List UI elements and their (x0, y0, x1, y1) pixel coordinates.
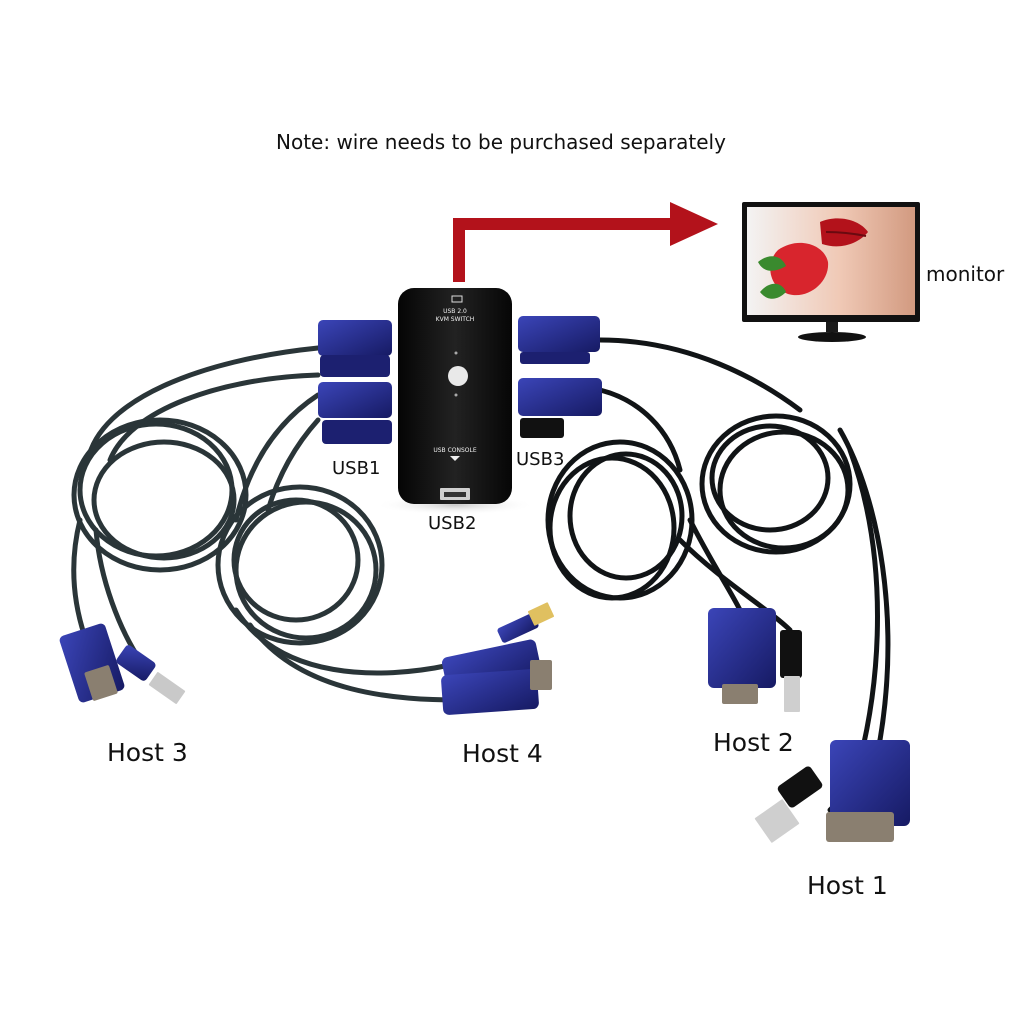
monitor-icon (742, 202, 920, 342)
switch-model-line1: USB 2.0 (443, 308, 467, 315)
cable-bundle (71, 337, 891, 813)
host1-connectors (754, 740, 910, 843)
usb1-label: USB1 (332, 458, 381, 479)
kvm-switch-device: USB 2.0 KVM SWITCH USB CONSOLE (398, 288, 512, 504)
switch-select-button (448, 366, 468, 386)
host3-label: Host 3 (107, 738, 188, 767)
host3-connectors (59, 623, 186, 704)
host4-label: Host 4 (462, 739, 543, 768)
switch-model-line2: KVM SWITCH (436, 316, 475, 323)
usb3-label: USB3 (516, 449, 565, 470)
host2-connectors (708, 608, 802, 712)
switch-console-label: USB CONSOLE (433, 447, 476, 454)
note-text: Note: wire needs to be purchased separat… (276, 130, 726, 154)
switch-vga-connectors (318, 316, 602, 444)
usb2-label: USB2 (428, 513, 477, 534)
host4-connectors (441, 602, 555, 715)
host1-label: Host 1 (807, 871, 888, 900)
red-arrow-icon (453, 202, 718, 282)
host2-label: Host 2 (713, 728, 794, 757)
monitor-label: monitor (926, 262, 1005, 286)
